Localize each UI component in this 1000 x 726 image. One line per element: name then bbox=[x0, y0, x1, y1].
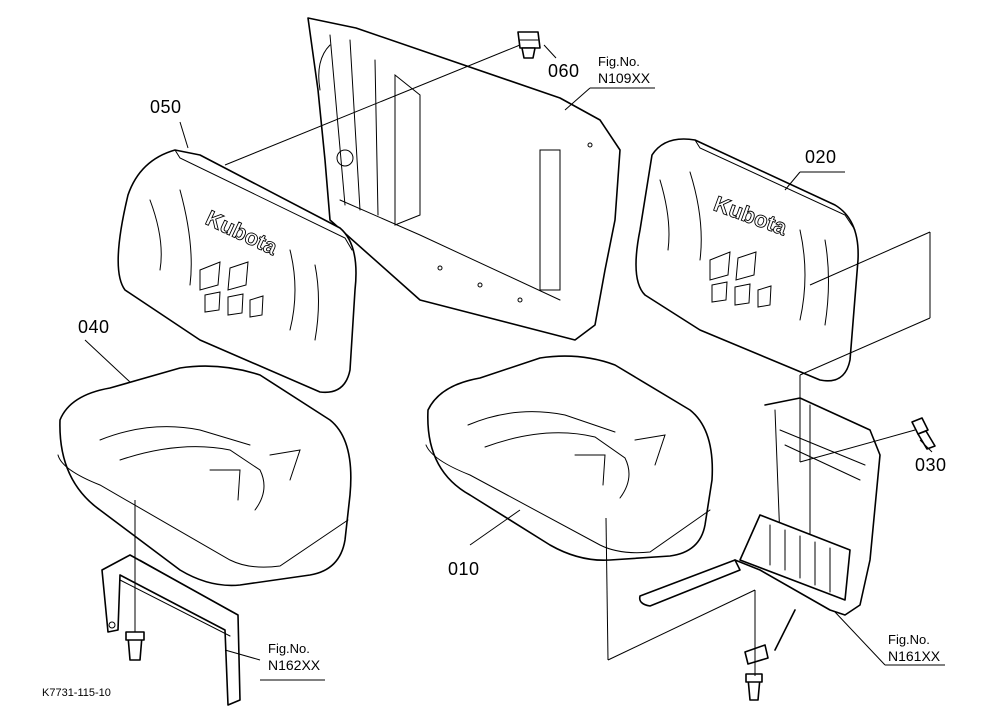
seat-cushion-040 bbox=[57, 365, 352, 587]
lower-bolt-right bbox=[745, 673, 763, 701]
seat-frame-right bbox=[638, 397, 881, 665]
figref-left-code: N162XX bbox=[268, 657, 321, 673]
bolt-060 bbox=[517, 31, 541, 59]
label-050: 050 bbox=[150, 97, 182, 117]
backrest-020 bbox=[635, 138, 859, 382]
label-010: 010 bbox=[448, 559, 480, 579]
drawing-code: K7731-115-10 bbox=[42, 687, 111, 699]
figref-left: Fig.No. N162XX bbox=[268, 641, 320, 673]
label-040: 040 bbox=[78, 317, 110, 337]
figref-right-code: N161XX bbox=[888, 648, 941, 664]
leader-lines bbox=[84, 44, 945, 681]
figref-top-prefix: Fig.No. bbox=[598, 54, 640, 69]
frame-panel bbox=[307, 17, 621, 341]
bolt-030 bbox=[911, 417, 936, 450]
label-030: 030 bbox=[915, 455, 947, 475]
seat-bracket-left bbox=[101, 554, 241, 706]
label-020: 020 bbox=[805, 147, 837, 167]
figref-top-code: N109XX bbox=[598, 70, 651, 86]
figref-top: Fig.No. N109XX bbox=[598, 54, 650, 86]
figref-right: Fig.No. N161XX bbox=[888, 632, 940, 664]
seat-cushion-010 bbox=[425, 355, 714, 562]
figref-right-prefix: Fig.No. bbox=[888, 632, 930, 647]
lower-bolt-left bbox=[125, 631, 145, 661]
figref-left-prefix: Fig.No. bbox=[268, 641, 310, 656]
label-060: 060 bbox=[548, 61, 580, 81]
backrest-050 bbox=[117, 149, 357, 394]
